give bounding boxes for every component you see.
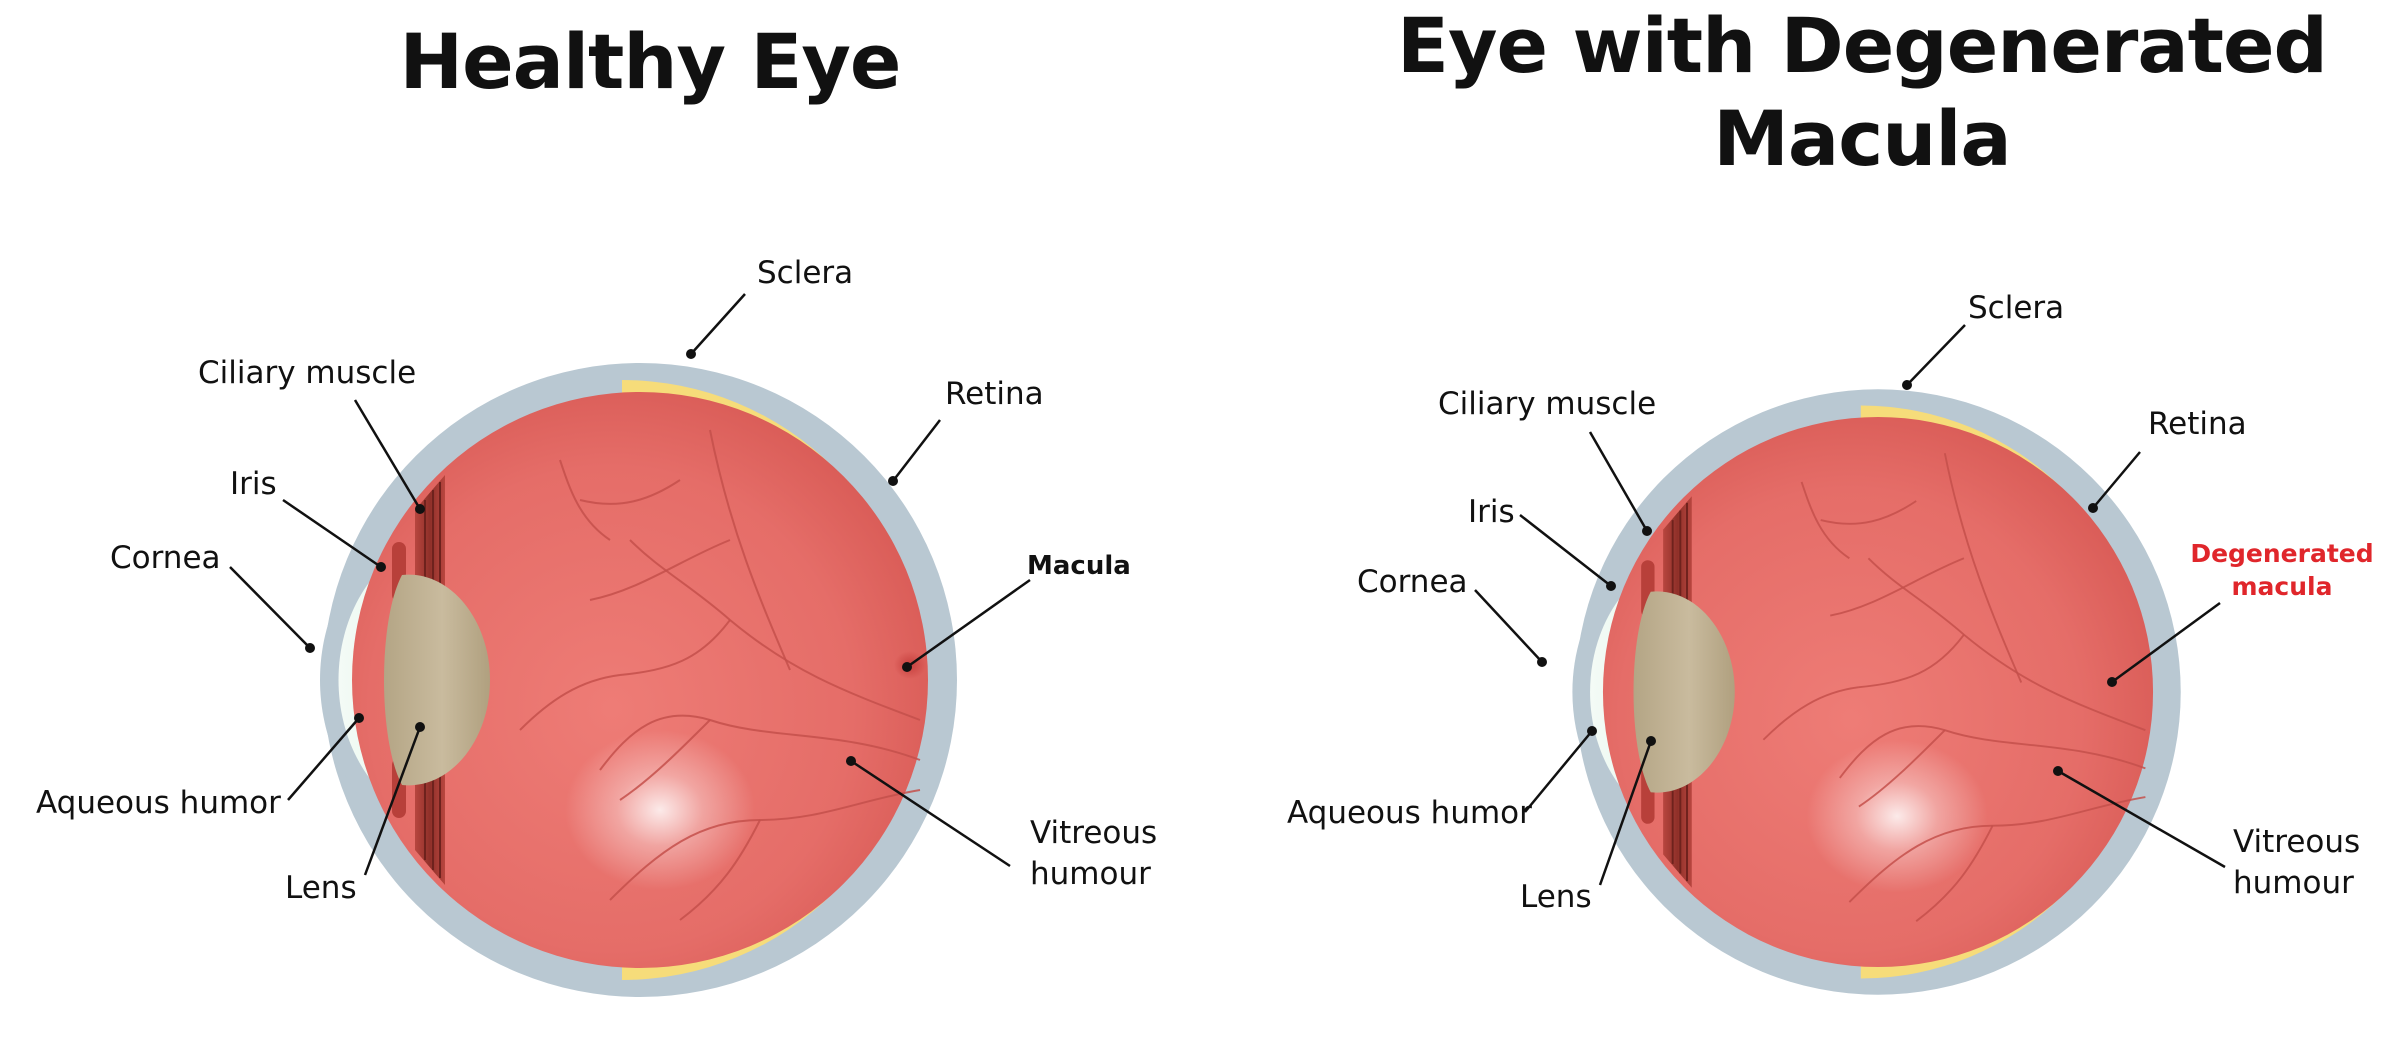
- label-sclera: Sclera: [757, 255, 853, 291]
- label-retina: Retina: [2148, 406, 2247, 442]
- label-lens: Lens: [1520, 879, 1592, 915]
- label-vitreous-line2: humour: [2233, 865, 2354, 901]
- eye-illustration-healthy: [309, 362, 958, 998]
- panel-title-line2: Macula: [1713, 94, 2010, 183]
- label-retina: Retina: [945, 376, 1044, 412]
- label-degenerated-macula-line2: macula: [2232, 572, 2333, 601]
- label-aqueous-humor: Aqueous humor: [1287, 795, 1532, 831]
- panel-title-line1: Eye with Degenerated: [1397, 1, 2327, 90]
- label-vitreous-line2: humour: [1030, 856, 1151, 892]
- label-iris: Iris: [230, 466, 277, 502]
- label-degenerated-macula-line1: Degenerated: [2190, 539, 2373, 568]
- label-cornea: Cornea: [110, 540, 221, 576]
- label-vitreous-line1: Vitreous: [2233, 824, 2360, 860]
- label-macula: Macula: [1027, 551, 1131, 581]
- panel-healthy-eye: Healthy Eye Sclera Ciliary muscle Retina…: [36, 17, 1157, 998]
- leader-lines-degenerated: [1474, 324, 2226, 886]
- label-iris: Iris: [1468, 494, 1515, 530]
- label-cornea: Cornea: [1357, 564, 1468, 600]
- label-ciliary-muscle: Ciliary muscle: [198, 355, 416, 391]
- eye-illustration-degenerated: [1561, 388, 2182, 996]
- panel-title: Healthy Eye: [400, 17, 901, 106]
- label-lens: Lens: [285, 870, 357, 906]
- leader-lines-healthy: [229, 293, 1031, 876]
- label-sclera: Sclera: [1968, 290, 2064, 326]
- label-aqueous-humor: Aqueous humor: [36, 785, 281, 821]
- label-vitreous-line1: Vitreous: [1030, 815, 1157, 851]
- label-ciliary-muscle: Ciliary muscle: [1438, 386, 1656, 422]
- panel-degenerated-eye: Eye with Degenerated Macula Sclera Cilia…: [1287, 1, 2374, 996]
